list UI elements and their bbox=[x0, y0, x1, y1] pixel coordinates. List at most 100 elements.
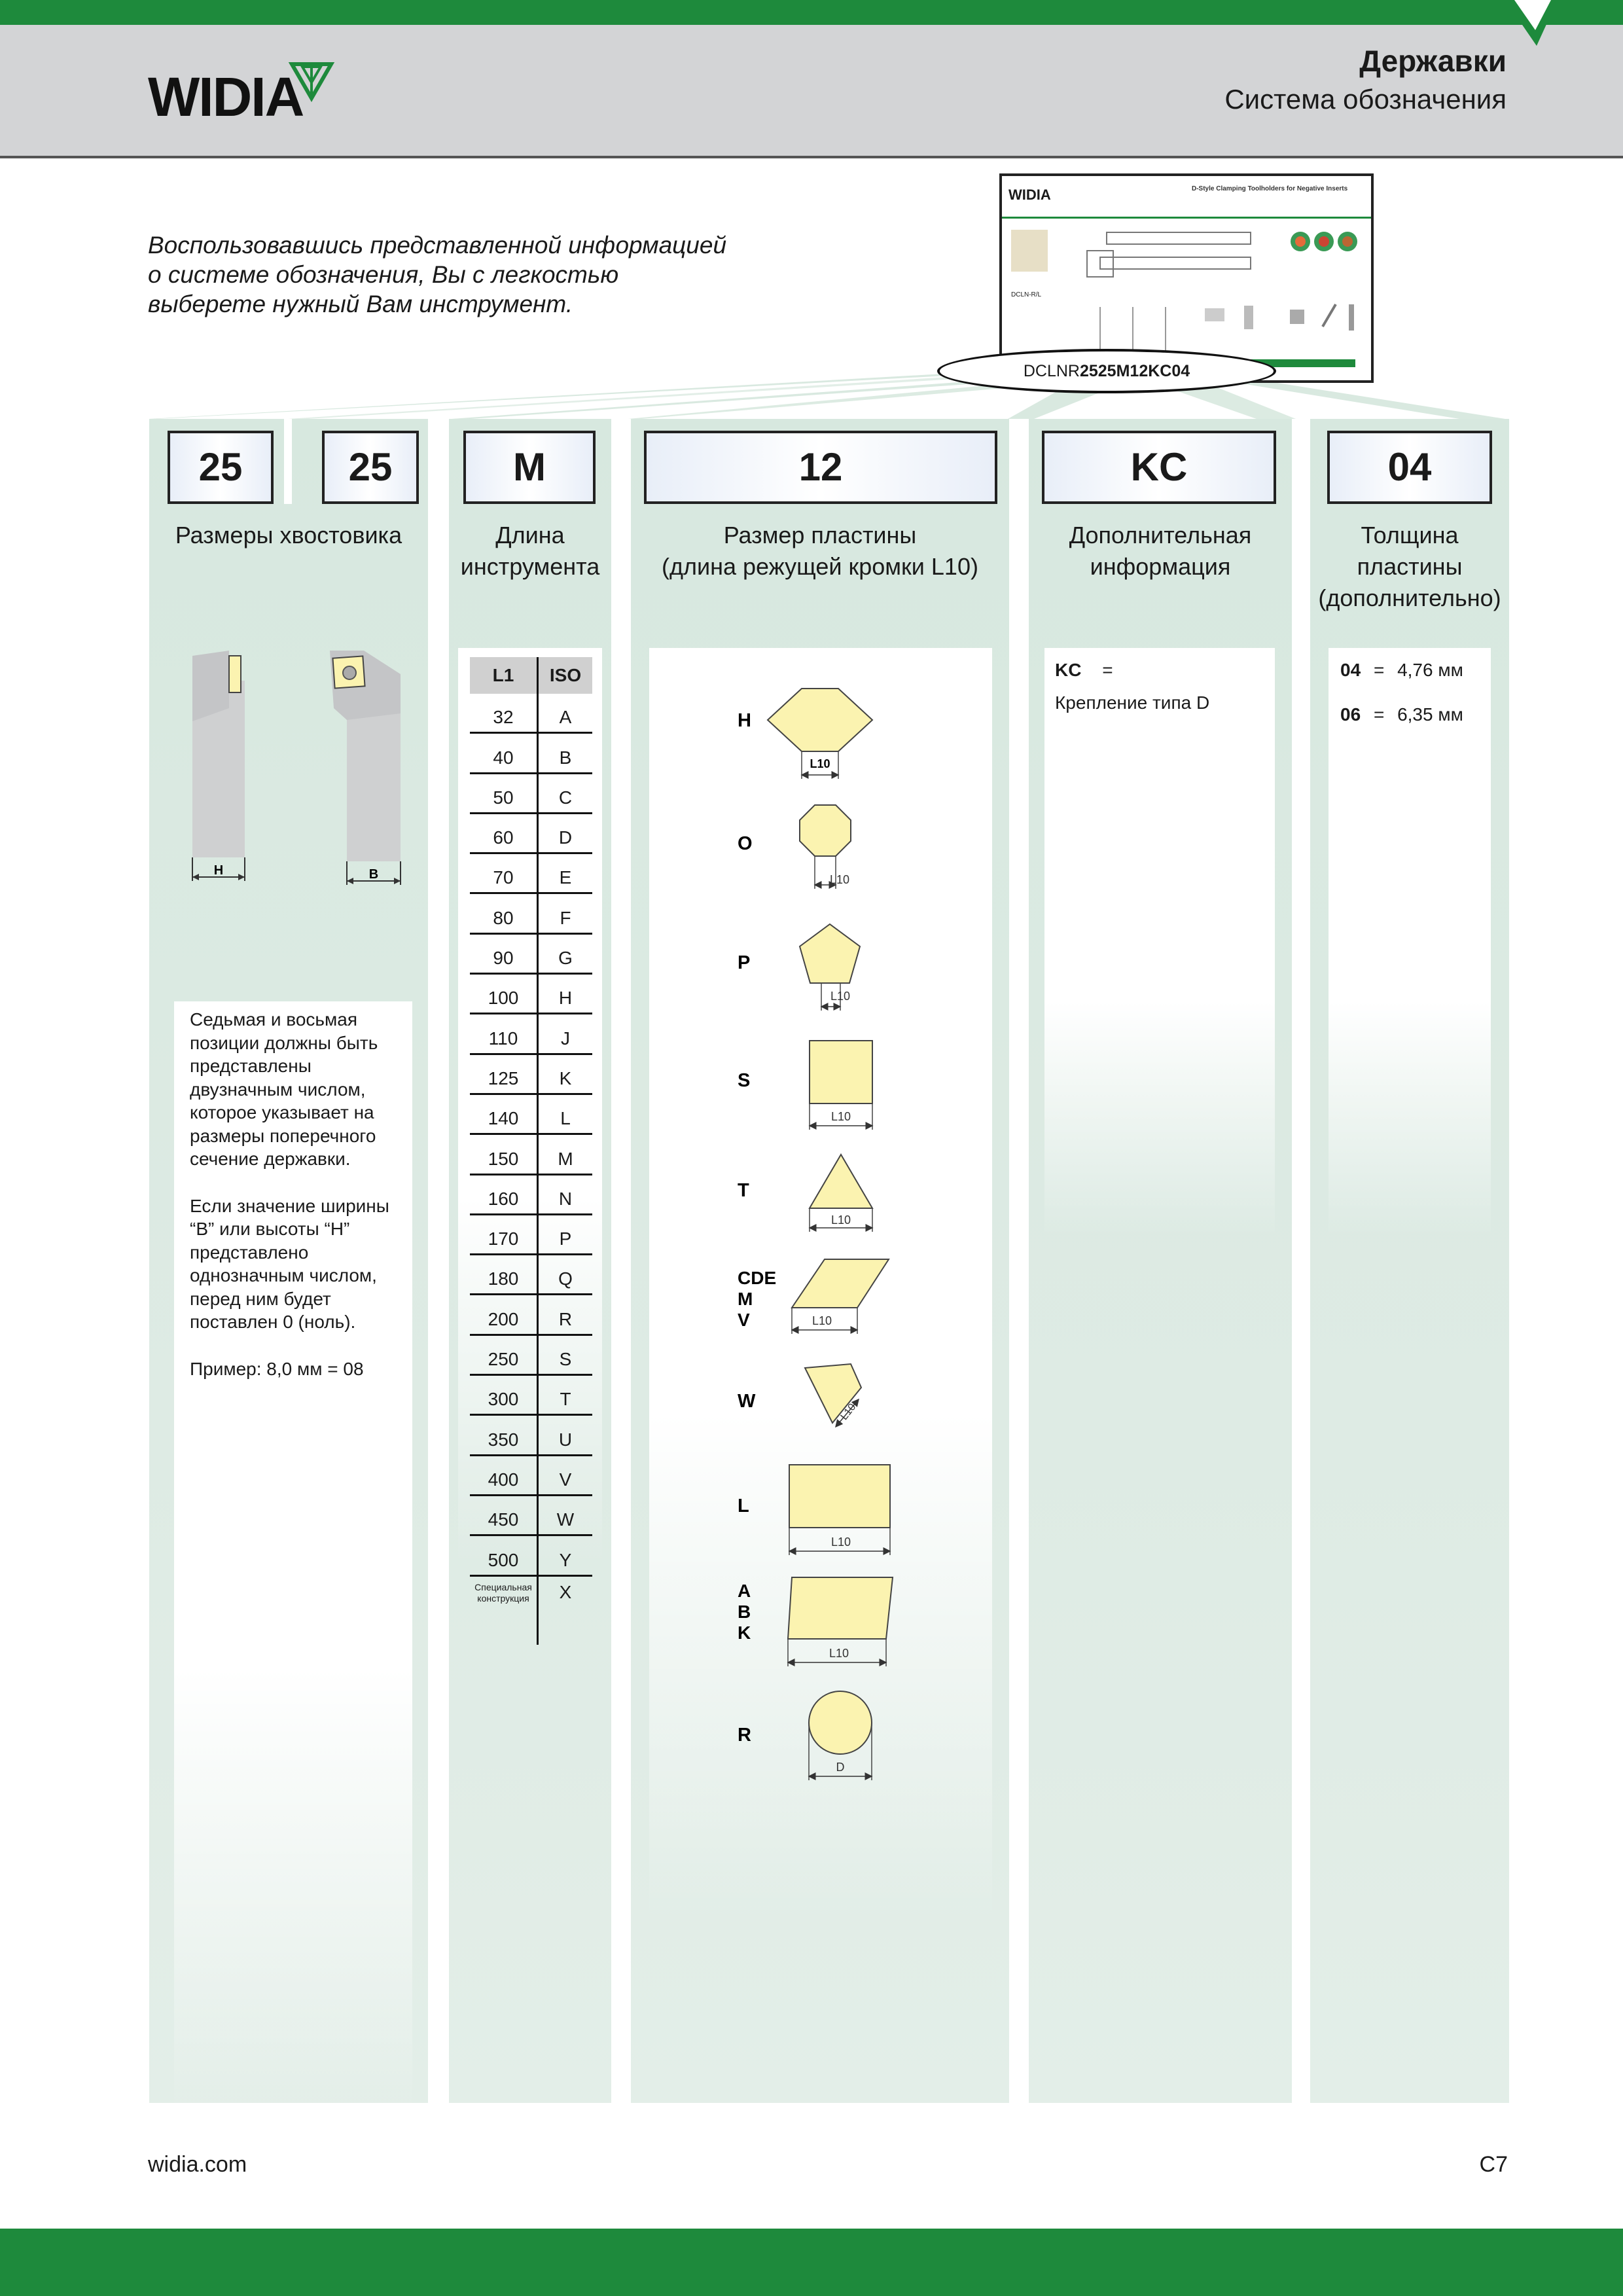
code-box-insert-size: 12 bbox=[644, 431, 997, 504]
iso-code: R bbox=[537, 1294, 592, 1336]
length-value: 300 bbox=[470, 1374, 539, 1416]
code-box-extra: KC bbox=[1042, 431, 1276, 504]
insert-r-label: R bbox=[738, 1725, 751, 1746]
length-value: 140 bbox=[470, 1094, 539, 1136]
insert-shape-w bbox=[804, 1363, 863, 1428]
shank-label-b: B bbox=[369, 867, 378, 882]
insert-size-title: Размер пластины (длина режущей кромки L1… bbox=[631, 520, 1009, 583]
insert-shape-p bbox=[798, 923, 861, 1011]
length-value: 160 bbox=[470, 1174, 539, 1215]
insert-s-label: S bbox=[738, 1070, 750, 1091]
insert-o-label: O bbox=[738, 833, 753, 854]
insert-shapes: L10 H L10 O L10 P L10 S L10 T bbox=[738, 688, 894, 1780]
insert-shape-abk bbox=[787, 1577, 894, 1666]
page-title: Державки bbox=[1359, 44, 1507, 78]
shank-drawings: H B bbox=[192, 651, 401, 885]
length-value: 170 bbox=[470, 1214, 539, 1256]
iso-code: B bbox=[537, 732, 592, 774]
insert-h-label: H bbox=[738, 710, 751, 731]
thickness-title-line3: (дополнительно) bbox=[1318, 584, 1501, 611]
length-value: 100 bbox=[470, 973, 539, 1015]
insert-shape-t bbox=[808, 1153, 874, 1232]
insert-abk-label-3: K bbox=[738, 1623, 751, 1643]
designation-code: 2525M12KC04 bbox=[1079, 362, 1190, 380]
thickness-value-06: 6,35 мм bbox=[1397, 704, 1463, 725]
length-value: 50 bbox=[470, 773, 539, 814]
insert-s-dim: L10 bbox=[831, 1110, 851, 1123]
shank-side-view bbox=[192, 651, 245, 881]
code-box-thickness: 04 bbox=[1327, 431, 1492, 504]
length-header-iso: ISO bbox=[537, 657, 592, 694]
thickness-code-04: 04 bbox=[1340, 660, 1361, 680]
corner-triangle-icon bbox=[1505, 0, 1558, 46]
iso-code: D bbox=[537, 813, 592, 855]
insert-t-label: T bbox=[738, 1180, 749, 1201]
iso-code: H bbox=[537, 973, 592, 1015]
insert-cdemv-label-1: CDE bbox=[738, 1268, 776, 1288]
code-box-length: M bbox=[463, 431, 596, 504]
insert-l-label: L bbox=[738, 1496, 749, 1516]
insert-shape-h bbox=[766, 688, 874, 779]
length-header-l1: L1 bbox=[470, 657, 539, 694]
extra-title-line1: Дополнительная bbox=[1069, 522, 1252, 548]
length-value: 40 bbox=[470, 732, 539, 774]
shank-note-panel: Седьмая и восьмая позиции должны быть пр… bbox=[174, 1001, 412, 2114]
iso-code: E bbox=[537, 853, 592, 895]
insert-l-dim: L10 bbox=[831, 1535, 851, 1549]
length-value: 350 bbox=[470, 1414, 539, 1456]
footer-site[interactable]: widia.com bbox=[148, 2152, 247, 2177]
extra-title: Дополнительная информация bbox=[1029, 520, 1292, 583]
special-construction-label: Специальная конструкция bbox=[470, 1575, 539, 1645]
length-value: 500 bbox=[470, 1535, 539, 1577]
insert-cdemv-dim: L10 bbox=[812, 1314, 832, 1327]
length-value: 80 bbox=[470, 893, 539, 935]
insert-abk-label-1: A bbox=[738, 1581, 751, 1601]
extra-desc: Крепление типа D bbox=[1055, 692, 1210, 713]
top-brand-bar bbox=[0, 0, 1623, 25]
thickness-code-06: 06 bbox=[1340, 704, 1361, 725]
thickness-title: Толщина пластины (дополнительно) bbox=[1310, 520, 1509, 614]
shank-top-view bbox=[330, 651, 401, 885]
iso-code: U bbox=[537, 1414, 592, 1456]
column-shank-split bbox=[284, 419, 292, 504]
iso-code: K bbox=[537, 1054, 592, 1095]
thickness-panel: 04 = 4,76 мм 06 = 6,35 мм bbox=[1329, 648, 1491, 1237]
shank-title: Размеры хвостовика bbox=[175, 522, 402, 548]
length-title-line2: инструмента bbox=[460, 553, 600, 580]
insert-abk-label-2: B bbox=[738, 1602, 751, 1622]
insert-cdemv-label-2: M bbox=[738, 1289, 753, 1309]
catalog-item-label: DCLN-R/L bbox=[1011, 291, 1042, 298]
insert-w-label: W bbox=[738, 1391, 756, 1412]
length-value: 400 bbox=[470, 1455, 539, 1496]
iso-code: F bbox=[537, 893, 592, 935]
code-box-width: 25 bbox=[322, 431, 419, 504]
insert-r-dim: D bbox=[836, 1761, 845, 1774]
iso-code: T bbox=[537, 1374, 592, 1416]
iso-code: N bbox=[537, 1174, 592, 1215]
insert-t-dim: L10 bbox=[831, 1213, 851, 1227]
special-construction-code: X bbox=[559, 1581, 572, 1602]
page-header bbox=[0, 25, 1623, 158]
iso-code: P bbox=[537, 1214, 592, 1256]
bottom-brand-bar bbox=[0, 2229, 1623, 2296]
thickness-eq-06: = bbox=[1373, 704, 1385, 725]
insert-shape-o bbox=[799, 804, 851, 889]
length-value: 250 bbox=[470, 1335, 539, 1376]
connector-fan bbox=[149, 373, 1505, 419]
extra-key: KC bbox=[1055, 660, 1082, 680]
designation-callout: DCLNR2525M12KC04 bbox=[937, 349, 1276, 393]
iso-code: J bbox=[537, 1013, 592, 1055]
length-value: 125 bbox=[470, 1054, 539, 1095]
